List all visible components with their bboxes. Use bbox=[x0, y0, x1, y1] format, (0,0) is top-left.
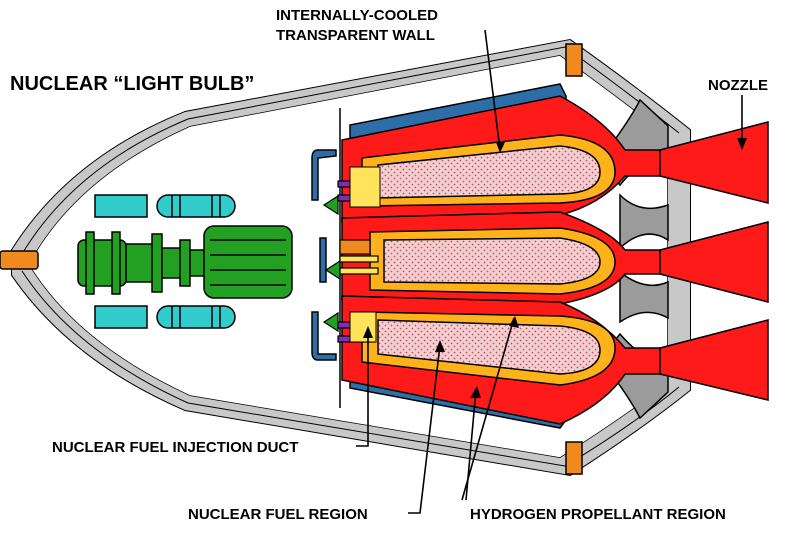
fuel-core bbox=[377, 319, 601, 375]
fuel-core bbox=[377, 145, 601, 199]
leader-wall bbox=[484, 29, 501, 151]
turbopump bbox=[77, 225, 293, 299]
fuel-core bbox=[383, 237, 601, 285]
injector-top bbox=[322, 194, 339, 216]
reactor-cell-top bbox=[341, 95, 661, 223]
label-fuel-region: NUCLEAR FUEL REGION bbox=[188, 506, 368, 523]
leader-injection-duct bbox=[356, 330, 369, 447]
feed-line-top bbox=[311, 149, 337, 201]
label-wall-line1: INTERNALLY-COOLED bbox=[276, 7, 438, 24]
exhaust-nozzles bbox=[659, 121, 769, 401]
top-mount bbox=[565, 43, 583, 77]
leader-lines bbox=[356, 29, 747, 514]
tank bbox=[156, 194, 236, 218]
feed-line-mid bbox=[319, 237, 327, 283]
fuel-injectors bbox=[322, 166, 381, 343]
leader-hydrogen-2 bbox=[465, 389, 477, 501]
bottom-mount bbox=[565, 441, 583, 475]
nozzle-middle bbox=[659, 221, 769, 303]
front-mount bbox=[0, 250, 39, 270]
label-injection-duct: NUCLEAR FUEL INJECTION DUCT bbox=[52, 439, 298, 456]
feed-line-bottom bbox=[311, 311, 337, 361]
leader-hydrogen-1 bbox=[461, 317, 515, 501]
tank bbox=[156, 305, 236, 329]
tank bbox=[94, 194, 148, 218]
tank bbox=[94, 305, 148, 329]
leader-fuel-region bbox=[408, 344, 441, 514]
nozzle-bottom bbox=[659, 319, 769, 401]
cyan-tanks bbox=[94, 194, 236, 329]
reactor-cell-bottom bbox=[341, 295, 661, 425]
label-hydrogen-region: HYDROGEN PROPELLANT REGION bbox=[470, 506, 726, 523]
label-wall-line2: TRANSPARENT WALL bbox=[276, 27, 435, 44]
label-nozzle: NOZZLE bbox=[708, 77, 768, 94]
diagram-title: NUCLEAR “LIGHT BULB” bbox=[10, 73, 254, 95]
reactor-cell-middle bbox=[341, 211, 661, 305]
